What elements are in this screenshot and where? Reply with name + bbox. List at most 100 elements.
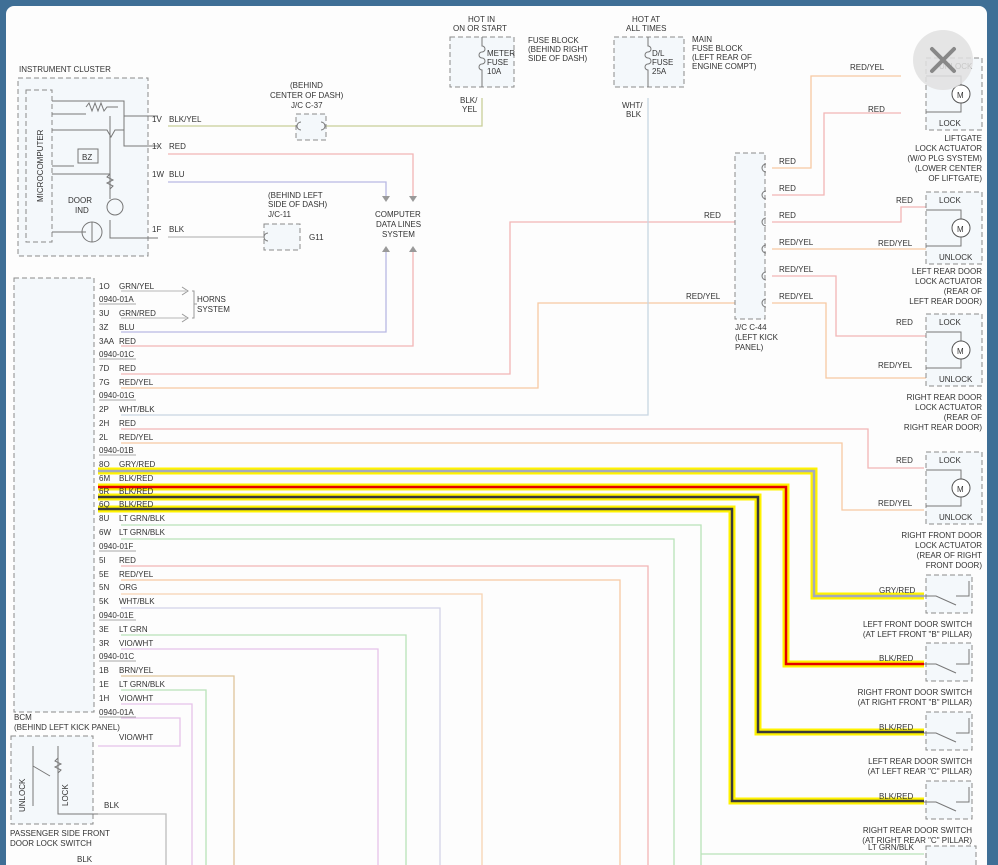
actuator-bottom-wire-color: RED bbox=[868, 105, 885, 114]
main-fuse-label: ENGINE COMPT) bbox=[692, 62, 757, 71]
bcm-pin: 8U bbox=[99, 514, 109, 523]
bcm-pin-color: GRN/YEL bbox=[119, 282, 155, 291]
main-fuse-label: MAIN bbox=[692, 35, 712, 44]
bcm-pin: 6Q bbox=[99, 500, 110, 509]
jc37-box bbox=[295, 113, 327, 141]
wire-7g-red-yel bbox=[121, 302, 735, 389]
vio-wht-label: VIO/WHT bbox=[119, 733, 153, 742]
wiring-diagram: INSTRUMENT CLUSTER MICROCOMPUTER BZ DOOR… bbox=[10, 15, 983, 865]
jc11-label: SIDE OF DASH) bbox=[268, 200, 327, 209]
door-switch-wire-color: GRY/RED bbox=[879, 586, 916, 595]
bcm-pin-color: BLU bbox=[119, 323, 135, 332]
jc44-right-wire-color: RED bbox=[779, 184, 796, 193]
wire-6w-lt-grn-blk bbox=[121, 538, 675, 865]
bcm-pin-color: VIO/WHT bbox=[119, 694, 153, 703]
actuator-caption: LOCK ACTUATOR bbox=[915, 403, 982, 412]
bcm-pin-color: RED bbox=[119, 419, 136, 428]
main-fuse-label: FUSE BLOCK bbox=[692, 44, 743, 53]
door-switch-caption: (AT RIGHT FRONT "B" PILLAR) bbox=[858, 698, 973, 707]
door-ind-label-1: DOOR bbox=[68, 196, 92, 205]
door-switch-symbol bbox=[924, 718, 970, 743]
bcm-pin: 6W bbox=[99, 528, 111, 537]
bcm-connector-id: 0940-01E bbox=[99, 611, 134, 620]
cluster-pin-labels: 1V BLK/YEL 1X RED 1W BLU 1F BLK bbox=[152, 115, 202, 234]
actuator-bottom-wire-color: RED/YEL bbox=[878, 239, 913, 248]
cluster-pin: 1F bbox=[152, 225, 161, 234]
door-switch-box bbox=[925, 642, 973, 682]
wire-2l-red-yel bbox=[121, 442, 924, 511]
bcm-pin: 1O bbox=[99, 282, 110, 291]
bcm-pin: 3U bbox=[99, 309, 109, 318]
actuator-caption: RIGHT REAR DOOR) bbox=[904, 423, 982, 432]
wire-3e-lt-grn bbox=[121, 634, 407, 865]
actuator-bottom-label: UNLOCK bbox=[939, 513, 973, 522]
meter-fuse-symbol bbox=[478, 37, 486, 87]
passenger-switch-box bbox=[10, 735, 94, 825]
dl-fuse-box bbox=[613, 36, 685, 88]
door-switch-wire-color: BLK/RED bbox=[879, 792, 913, 801]
wire-layer bbox=[98, 75, 926, 865]
dl-wire-label: WHT/ bbox=[622, 101, 643, 110]
bcm-pin: 3R bbox=[99, 639, 109, 648]
bcm-label: BCM bbox=[14, 713, 32, 722]
wire-8o-gry-red bbox=[98, 469, 924, 598]
actuator-caption: FRONT DOOR) bbox=[926, 561, 983, 570]
jc44-label: PANEL) bbox=[735, 343, 764, 352]
wire-6m-blk-red bbox=[98, 485, 924, 666]
wire-jc-lrear-lock bbox=[772, 206, 926, 223]
bcm-connector-id: 0940-01A bbox=[99, 708, 134, 717]
bcm-pin-color: RED/YEL bbox=[119, 433, 154, 442]
actuator-caption: RIGHT REAR DOOR bbox=[907, 393, 983, 402]
jc44-left-wire-color: RED/YEL bbox=[686, 292, 721, 301]
door-ind-label-2: IND bbox=[75, 206, 89, 215]
horns-bracket-arrows bbox=[181, 286, 197, 323]
main-fuse-label: (LEFT REAR OF bbox=[692, 53, 752, 62]
actuator-caption: (REAR OF bbox=[944, 287, 982, 296]
bcm-pin: 5N bbox=[99, 583, 109, 592]
dl-fuse-label: FUSE bbox=[652, 58, 673, 67]
actuator-caption: RIGHT FRONT DOOR bbox=[901, 531, 982, 540]
motor-label: M bbox=[957, 485, 964, 494]
actuator-caption: (REAR OF RIGHT bbox=[917, 551, 982, 560]
motor-icon bbox=[951, 478, 971, 498]
passenger-switch-caption: PASSENGER SIDE FRONT bbox=[10, 829, 110, 838]
bcm-pin-color: RED bbox=[119, 364, 136, 373]
jc11-label: (BEHIND LEFT bbox=[268, 191, 323, 200]
cluster-pin: 1W bbox=[152, 170, 164, 179]
jc44-connectors bbox=[761, 163, 767, 308]
wire-6q-highlight bbox=[98, 505, 924, 805]
motor-label: M bbox=[957, 225, 964, 234]
door-switch-symbol bbox=[924, 581, 970, 606]
bcm-pin: 1H bbox=[99, 694, 109, 703]
jc44-right-wire-color: RED bbox=[779, 211, 796, 220]
bcm-pin: 1E bbox=[99, 680, 109, 689]
buzzer-box bbox=[77, 148, 99, 164]
dl-fuse-label: 25A bbox=[652, 67, 667, 76]
door-switch-caption: (AT LEFT REAR "C" PILLAR) bbox=[868, 767, 973, 776]
cluster-pin-color: BLK/YEL bbox=[169, 115, 202, 124]
wire-7d-red bbox=[121, 221, 735, 375]
hot-always-label: HOT AT bbox=[632, 15, 660, 24]
actuator-caption: LOCK ACTUATOR bbox=[915, 541, 982, 550]
hot-always-label: ALL TIMES bbox=[626, 24, 666, 33]
bcm-pin: 1B bbox=[99, 666, 109, 675]
bcm-location-label: (BEHIND LEFT KICK PANEL) bbox=[14, 723, 120, 732]
wire-2h-red bbox=[121, 428, 924, 469]
bcm-connector-id: 0940-01A bbox=[99, 295, 134, 304]
dl-fuse-symbol bbox=[644, 37, 652, 87]
bcm-box bbox=[13, 277, 95, 713]
close-button[interactable] bbox=[913, 30, 973, 90]
horns-label: SYSTEM bbox=[197, 305, 230, 314]
jc11-box bbox=[263, 223, 301, 251]
door-switch-caption: RIGHT FRONT DOOR SWITCH bbox=[858, 688, 973, 697]
actuator-bottom-label: UNLOCK bbox=[939, 375, 973, 384]
wire-5n-org bbox=[121, 593, 483, 865]
wire-jc-rrear-unlock bbox=[772, 302, 926, 379]
bcm-pin: 8O bbox=[99, 460, 110, 469]
actuator-top-wire-color: RED/YEL bbox=[850, 63, 885, 72]
wire-1h-vio-wht bbox=[121, 703, 193, 865]
wire-6r-blk-red bbox=[98, 495, 924, 734]
